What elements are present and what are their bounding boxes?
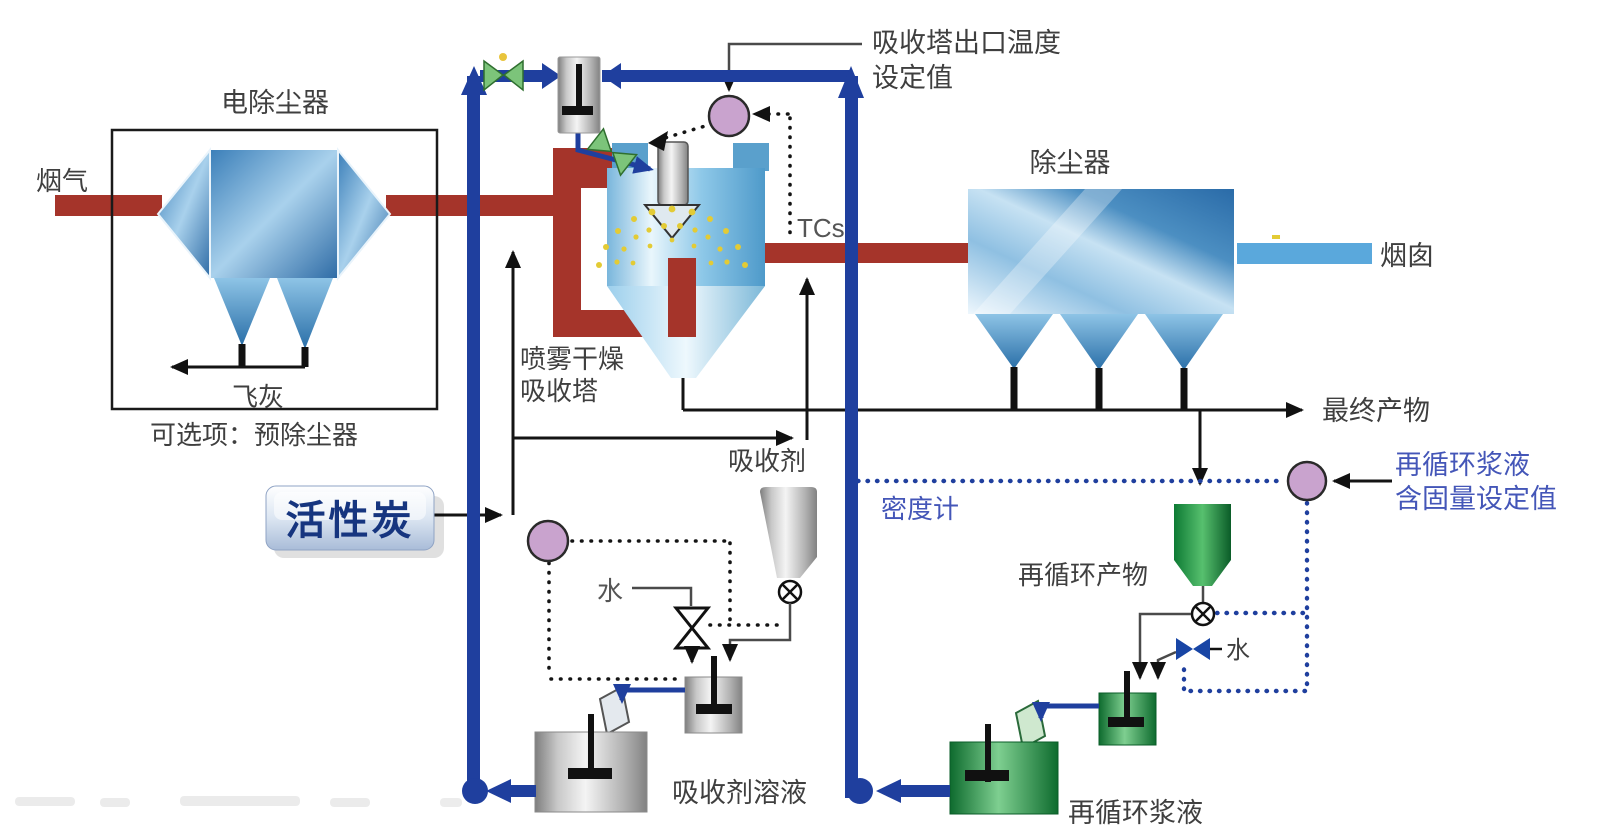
atomizer-icon — [642, 141, 702, 240]
labels: 电除尘器 烟气 飞灰 可选项：预除尘器 喷雾干燥 吸收塔 TCs 吸收塔出口温度… — [36, 28, 1557, 828]
esp-title: 电除尘器 — [221, 88, 329, 118]
dc-hopper-1 — [975, 314, 1053, 369]
dust-collector-body — [968, 189, 1234, 314]
spray-droplets — [596, 205, 748, 268]
top-right-header-pipe — [602, 70, 850, 82]
water-valve-left-icon — [672, 606, 712, 650]
activated-carbon-label: 活性炭 — [286, 499, 415, 543]
temperature-controller — [707, 94, 751, 138]
absorbent-control-loop — [547, 539, 788, 681]
temperature-control-loop — [648, 42, 862, 240]
esp-inlet-duct — [55, 195, 162, 216]
density-meter-label: 密度计 — [881, 494, 959, 524]
esp-hopper-2 — [277, 278, 333, 349]
water-left-label: 水 — [597, 576, 623, 606]
chimney-pipe — [1237, 243, 1372, 264]
absorber-bottom-gas-entry — [668, 258, 696, 337]
watermark-smudge — [15, 796, 462, 807]
from-right-header-arrow — [602, 63, 621, 89]
left-riser-pipe — [467, 76, 480, 798]
esp-hopper-1 — [214, 278, 270, 346]
recycle-transfer-line — [1032, 702, 1099, 722]
final-product-line — [681, 378, 1304, 486]
esp-boundary-box — [110, 128, 439, 411]
slurry-valve-icon — [483, 53, 524, 92]
absorber-name-line2: 吸收塔 — [520, 376, 598, 406]
slurry-tank-agitator-icon — [965, 724, 1009, 782]
water-valve-right-icon — [1176, 638, 1222, 660]
absorber-right-shoulder — [733, 143, 769, 171]
to-day-tank-arrow — [542, 63, 561, 89]
to-left-junction-arrow — [486, 779, 511, 803]
water-right-label: 水 — [1226, 637, 1250, 664]
dust-collector-title: 除尘器 — [1030, 148, 1111, 178]
solution-tank-agitator-icon — [568, 714, 612, 779]
chimney-label: 烟囱 — [1380, 241, 1434, 271]
esp-note-label: 可选项：预除尘器 — [150, 420, 358, 450]
absorber-name-line1: 喷雾干燥 — [520, 344, 624, 374]
flue-gas-ducts — [55, 148, 969, 337]
right-riser-pipe — [845, 76, 858, 798]
day-tank-and-valves — [483, 53, 1392, 563]
dust-collector-highlight — [973, 189, 1122, 314]
recycle-mix-agitator-icon — [1108, 671, 1144, 727]
rotary-feeder-icon-left — [777, 579, 803, 605]
absorbent-prep-area — [534, 487, 817, 813]
chute-left-icon — [598, 685, 631, 736]
dash-arrowhead-to-valve — [648, 131, 668, 151]
esp-body — [210, 150, 338, 278]
spray-dry-absorber — [596, 141, 769, 378]
rotary-feeder-icon-right — [1190, 601, 1216, 627]
day-tank-agitator-icon — [562, 64, 593, 115]
recycle-setpoint-line2: 含固量设定值 — [1395, 484, 1557, 514]
absorbent-silo — [760, 487, 817, 578]
absorbent-label: 吸收剂 — [728, 446, 806, 476]
dash-arrowhead-to-controller — [752, 106, 770, 122]
left-riser-arrow — [461, 66, 487, 95]
final-product-label: 最终产物 — [1322, 396, 1430, 426]
recycle-product-hopper — [1174, 504, 1231, 586]
density-control-loop — [855, 478, 1310, 694]
dc-hopper-2 — [1060, 314, 1138, 370]
chimney-speck — [1272, 235, 1280, 239]
dc-hopper-3 — [1145, 314, 1223, 370]
right-riser-arrow — [838, 66, 864, 98]
activated-carbon-badge: 活性炭 — [265, 485, 444, 558]
right-junction-dot — [847, 778, 873, 804]
temp-setpoint-line2: 设定值 — [872, 63, 953, 93]
absorbent-ratio-controller — [526, 519, 570, 563]
esp-unit — [110, 128, 439, 411]
temp-setpoint-line — [721, 42, 862, 92]
tcs-label: TCs — [797, 213, 845, 243]
fly-ash-label: 飞灰 — [232, 382, 284, 412]
esp-right-cap — [337, 147, 392, 281]
left-junction-dot — [462, 778, 488, 804]
atomizer-control-valve-icon — [586, 127, 638, 177]
dust-collector — [968, 189, 1372, 410]
recycle-setpoint-line1: 再循环浆液 — [1395, 450, 1530, 480]
recycle-product-label: 再循环产物 — [1018, 560, 1148, 590]
flue-gas-label: 烟气 — [36, 166, 88, 196]
esp-left-cap — [156, 147, 211, 281]
recycle-slurry-label: 再循环浆液 — [1068, 798, 1203, 828]
absorber-outlet-duct — [765, 243, 969, 263]
to-right-junction-arrow — [876, 779, 901, 803]
absorbent-solution-label: 吸收剂溶液 — [672, 778, 807, 808]
slurry-piping — [461, 63, 1099, 804]
mix-tank-agitator-icon — [696, 656, 732, 714]
density-controller — [1286, 460, 1328, 502]
absorbent-transfer-line — [613, 684, 685, 704]
temp-setpoint-line1: 吸收塔出口温度 — [872, 28, 1061, 58]
recycle-area — [949, 504, 1231, 815]
